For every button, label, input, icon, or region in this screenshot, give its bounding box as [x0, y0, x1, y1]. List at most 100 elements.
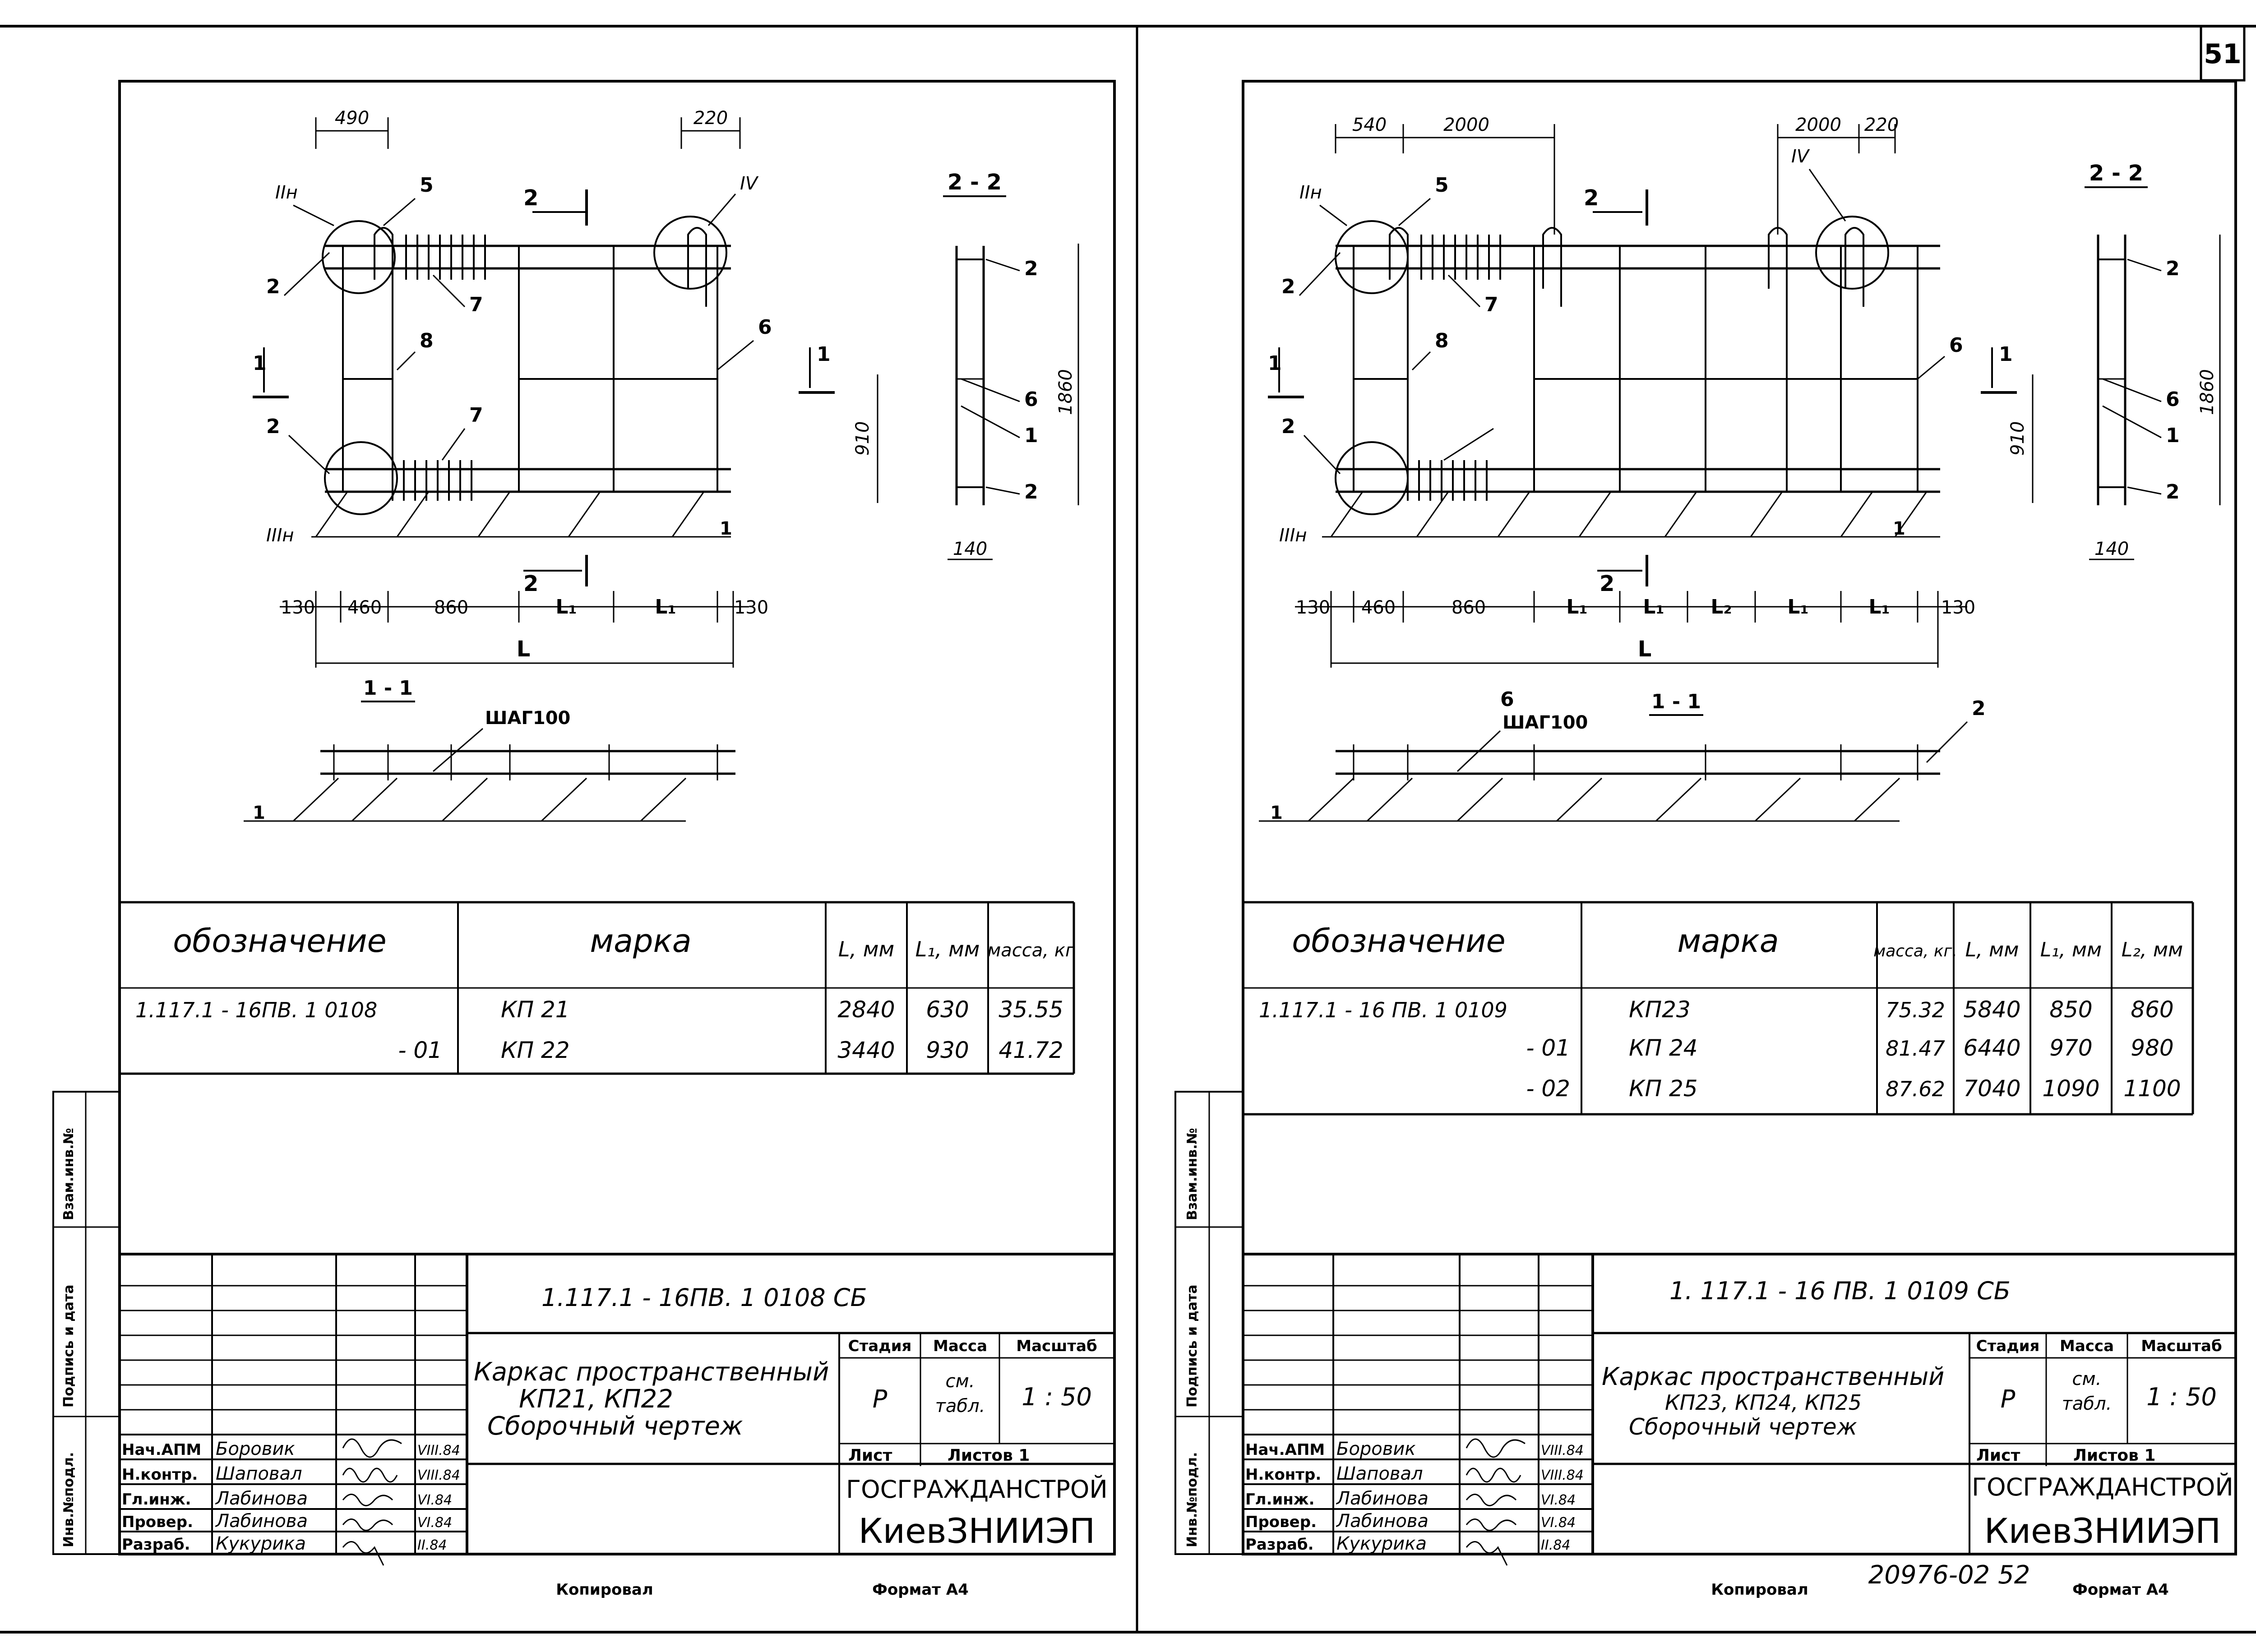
tb-stage: Р [873, 1385, 888, 1413]
r-section-mark-2-bottom: 2 [1600, 571, 1614, 596]
tb-sheet-header: Лист [848, 1446, 892, 1465]
r-tb-org-2: КиевЗНИИЭП [1984, 1511, 2221, 1551]
r-callout-6: 6 [1949, 334, 1963, 357]
r-cell-r1-designation: 1.117.1 - 16 ПВ. 1 0109 [1259, 998, 1507, 1022]
dim-540: 540 [1352, 115, 1387, 135]
dim-L1-b: L₁ [655, 595, 676, 618]
r-section-1-1-right: 2 [1972, 697, 1986, 720]
callout-IIн: IIн [275, 182, 298, 203]
callout-5: 5 [420, 174, 434, 197]
dim-1860: 1860 [1055, 369, 1076, 415]
r-sec22-callout-2-bottom: 2 [2166, 480, 2180, 503]
r-callout-2a: 2 [1281, 275, 1295, 298]
tb-scale: 1 : 50 [1022, 1383, 1092, 1411]
r-dim-130-right: 130 [1941, 597, 1975, 618]
page-number: 51 [2204, 38, 2242, 70]
section-1-1-title: 1 - 1 [363, 677, 413, 700]
r-dim-140: 140 [2094, 539, 2129, 559]
tb-code: 1.117.1 - 16ПВ. 1 0108 СБ [541, 1283, 867, 1312]
sec22-callout-6: 6 [1024, 388, 1038, 411]
r-tb-title-3: Сборочный чертеж [1629, 1414, 1857, 1440]
r-callout-8: 8 [1435, 329, 1449, 352]
frame-drawing-left: 490 220 [253, 108, 878, 668]
r-sec22-callout-2-top: 2 [2166, 257, 2180, 280]
r-dim-910: 910 [2007, 421, 2028, 456]
r-cell-r2-mass: 81.47 [1886, 1036, 1945, 1061]
footer-stamp: 20976-02 52 [1868, 1560, 2030, 1590]
footer-copied-left: Копировал [556, 1581, 653, 1599]
r-th-L2: L₂, мм [2122, 938, 2183, 961]
staff-name-2: Шаповал [216, 1463, 302, 1484]
spec-table-right: обозначение марка масса, кг. L, мм L₁, м… [1243, 901, 2194, 1116]
staff-name-4: Лабинова [215, 1511, 308, 1532]
r-callout-7: 7 [1484, 293, 1498, 316]
r-tb-sheets-header: Листов 1 [2073, 1446, 2155, 1465]
r-staff-name-4: Лабинова [1336, 1511, 1428, 1532]
footer-copied-right: Копировал [1711, 1581, 1808, 1599]
th-mark: марка [590, 923, 691, 960]
staff-role-5: Разраб. [122, 1536, 190, 1554]
r-tb-org-1: ГОСГРАЖДАНСТРОЙ [1972, 1473, 2233, 1501]
r-th-L: L, мм [1965, 938, 2019, 961]
side-strip-right: Инв.№подл. Подпись и дата Взам.инв.№ [1174, 1091, 1244, 1555]
section-1-1-right: 6 ШАГ100 1 - 1 2 1 [1259, 688, 1986, 823]
section-2-2-right: 2 - 2 1860 2 6 1 2 140 [2085, 161, 2221, 560]
r-th-mass: масса, кг. [1873, 942, 1957, 960]
r-tb-title-1: Каркас пространственный [1602, 1362, 1944, 1391]
r-tb-mass-header: Масса [2060, 1337, 2114, 1355]
section-mark-2-bottom: 2 [523, 571, 538, 596]
callout-7-bottom: 7 [469, 404, 483, 427]
frame-drawing-right: 540 2000 2000 220 [1268, 115, 2034, 668]
r-staff-date-1: VIII.84 [1541, 1443, 1584, 1458]
dim-2000-a: 2000 [1443, 115, 1489, 135]
staff-role-1: Нач.АПМ [122, 1441, 201, 1459]
r-step-label: ШАГ100 [1502, 712, 1588, 733]
cell-r2-L: 3440 [837, 1037, 895, 1063]
spec-table-left: обозначение марка L, мм L₁, мм масса, кг… [120, 901, 1075, 1075]
cell-r1-mark: КП 21 [501, 997, 570, 1023]
staff-date-2: VIII.84 [417, 1467, 460, 1483]
sec22-callout-1: 1 [1024, 424, 1038, 447]
tb-title-3: Сборочный чертеж [487, 1412, 743, 1441]
r-cell-r2-L: 6440 [1963, 1035, 2020, 1061]
dim-220: 220 [693, 108, 728, 129]
r-sec22-callout-6: 6 [2166, 388, 2180, 411]
r-dim-L2: L₂ [1710, 595, 1732, 618]
cell-r1-L1: 630 [926, 997, 969, 1023]
sheet-right: Инв.№подл. Подпись и дата Взам.инв.№ 540… [1174, 80, 2237, 1566]
r-cell-r3-designation: - 02 [1526, 1075, 1570, 1102]
callout-IV: IV [740, 173, 759, 194]
callout-6: 6 [758, 316, 772, 339]
callout-2a: 2 [266, 275, 280, 298]
r-cell-r1-mark: КП23 [1629, 997, 1691, 1023]
cell-r2-designation: - 01 [398, 1037, 442, 1063]
tb-org-2: КиевЗНИИЭП [859, 1511, 1096, 1551]
cell-r1-L: 2840 [837, 997, 895, 1023]
callout-8: 8 [420, 329, 434, 352]
r-dim-L: L [1638, 637, 1652, 662]
r-callout-IIIн: IIIн [1279, 525, 1307, 546]
r-callout-IV: IV [1791, 146, 1810, 167]
r-staff-role-5: Разраб. [1245, 1536, 1314, 1554]
r-tb-title-2: КП23, КП24, КП25 [1665, 1390, 1862, 1415]
th-L: L, мм [838, 937, 894, 961]
r-staff-name-3: Лабинова [1336, 1488, 1428, 1509]
tb-mass-1: см. [946, 1371, 975, 1392]
footer-format-right: Формат А4 [2072, 1581, 2169, 1599]
r-sec22-callout-1: 1 [2166, 424, 2180, 447]
dim-910: 910 [852, 421, 873, 456]
tb-stage-header: Стадия [848, 1337, 912, 1355]
r-section-1-1-title: 1 - 1 [1651, 690, 1701, 713]
r-cell-r1-L2: 860 [2131, 997, 2173, 1023]
r-th-L1: L₁, мм [2040, 938, 2102, 961]
dim-130-left: 130 [281, 597, 315, 618]
r-tb-stage: Р [2001, 1385, 2016, 1413]
r-cell-r2-L1: 970 [2049, 1035, 2092, 1061]
th-designation: обозначение [173, 923, 386, 960]
staff-role-4: Провер. [122, 1513, 193, 1531]
signatures-right [1465, 1438, 1526, 1566]
cell-r1-designation: 1.117.1 - 16ПВ. 1 0108 [135, 998, 377, 1022]
side-label-vzam-r: Взам.инв.№ [1184, 1128, 1200, 1220]
r-th-designation: обозначение [1292, 923, 1505, 960]
footer-format-left: Формат А4 [872, 1581, 969, 1599]
